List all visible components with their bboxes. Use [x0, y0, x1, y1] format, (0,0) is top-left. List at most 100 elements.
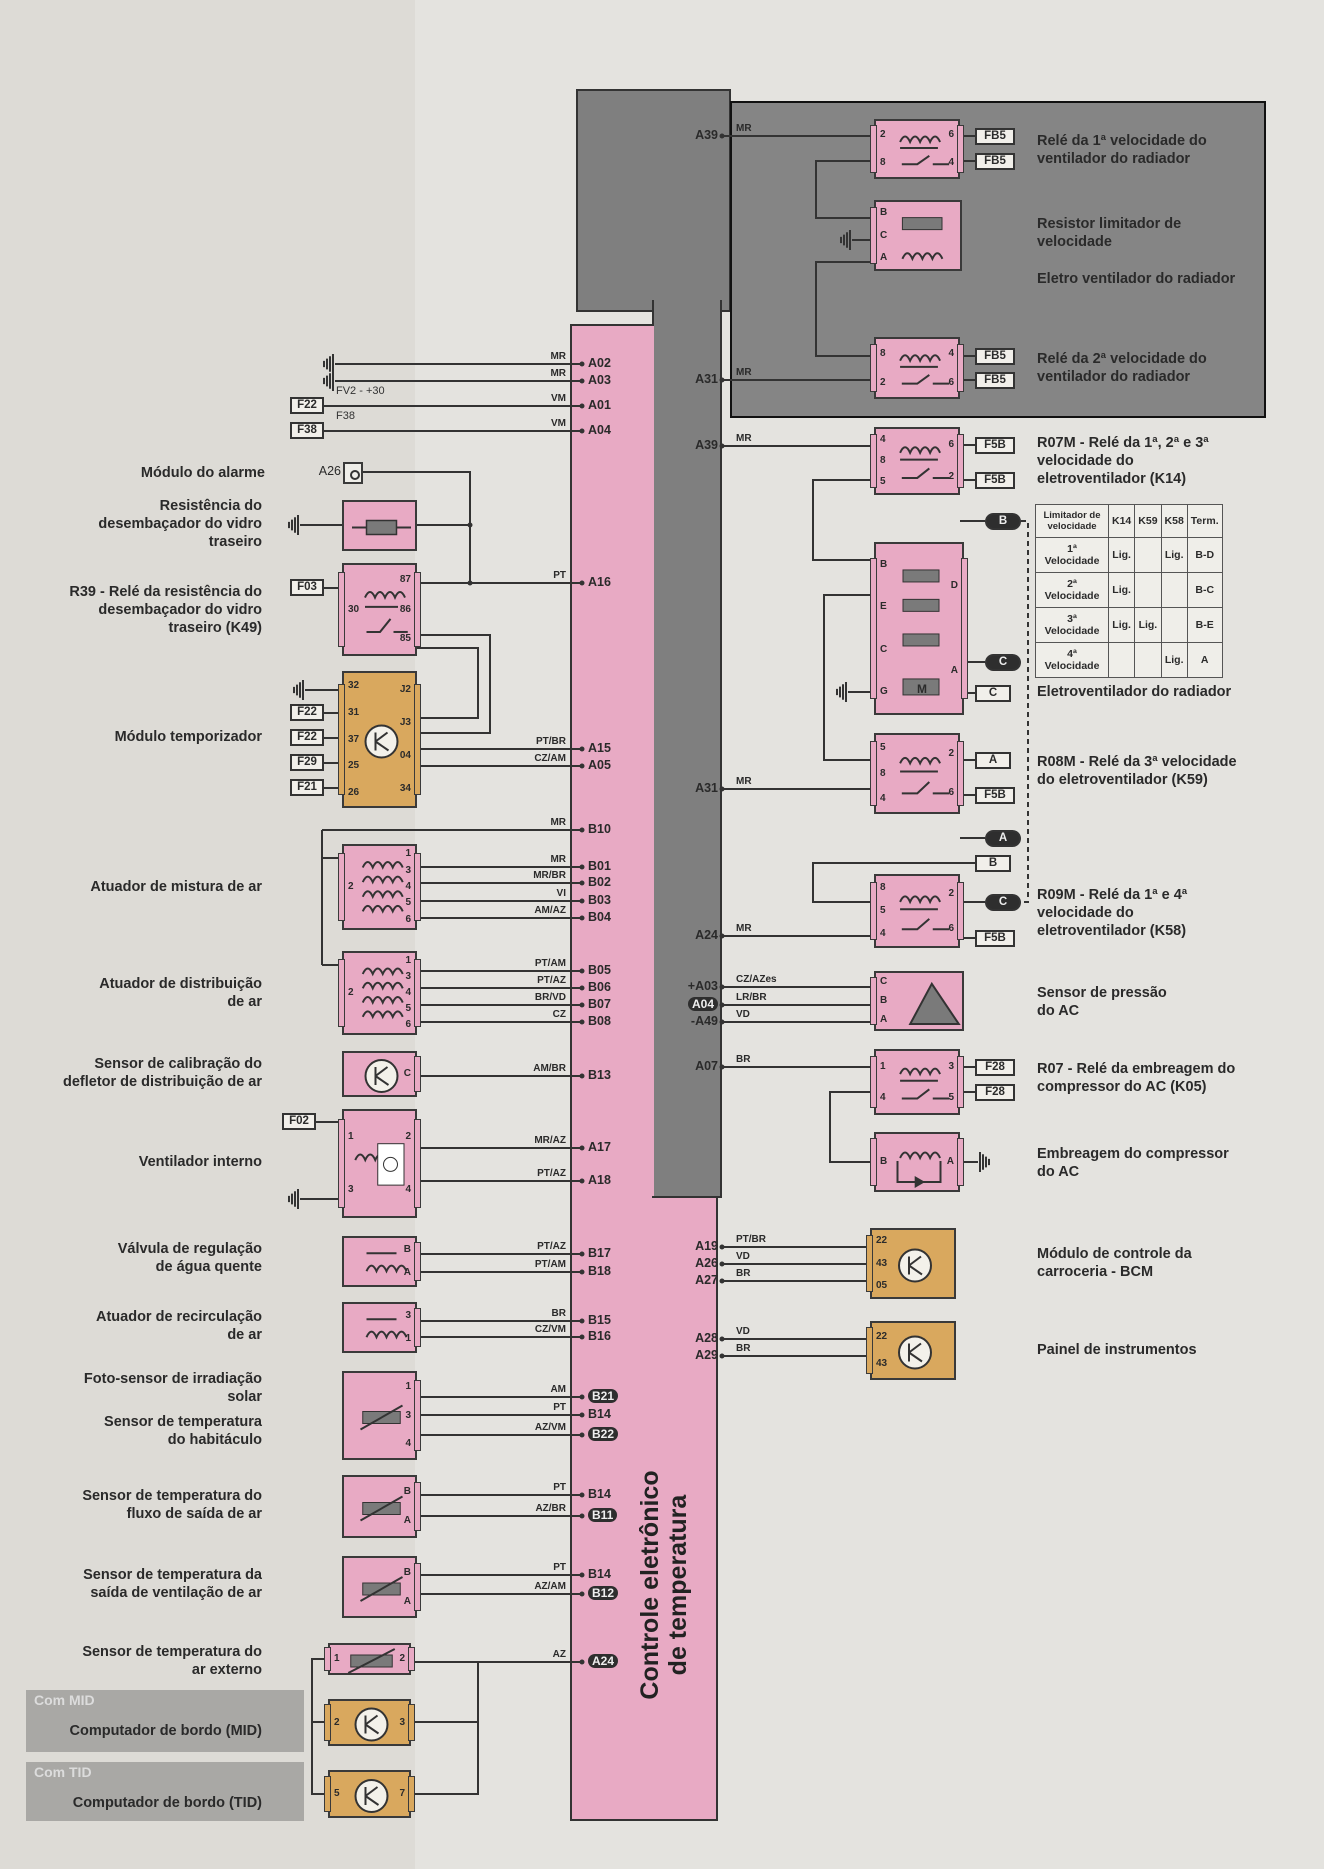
wire-color-label: MR: [550, 854, 566, 865]
pin-number: 34: [399, 783, 411, 795]
ecu-pin-a39: A39: [695, 128, 718, 142]
pin-dot: [579, 1591, 585, 1597]
wire-color-label: VD: [736, 1251, 750, 1262]
connector: [324, 1704, 331, 1741]
pin-number: A: [403, 1515, 411, 1527]
pin-number: B: [880, 1156, 888, 1167]
wire: [417, 634, 491, 734]
pin-dot: [579, 1145, 585, 1151]
right-component-label: Eletro ventilador do radiador: [1037, 271, 1236, 287]
connector: [414, 1562, 421, 1612]
pin-dot: [579, 1394, 585, 1400]
pin-number: 86: [399, 603, 411, 615]
wire-color-label: CZ/AZes: [736, 974, 777, 985]
wire: [361, 471, 471, 583]
table-header-cell: K59: [1134, 504, 1162, 538]
pin-number: 26: [348, 786, 360, 798]
pin-number: G: [880, 685, 888, 697]
wire-color-label: MR: [550, 368, 566, 379]
wire: [311, 1658, 328, 1795]
left-component-label: Atuador de mistura de ar: [90, 879, 262, 895]
wire-color-label: LR/BR: [736, 992, 767, 1003]
connector: [870, 977, 877, 1025]
left-component-label: Resistência do desembaçador do vidro tra…: [98, 498, 262, 550]
connector: [414, 852, 421, 922]
connector: [414, 683, 421, 796]
pin-dot: [579, 361, 585, 367]
pin-number: 30: [348, 603, 360, 615]
pin-dot: [579, 898, 585, 904]
left-component-0: [343, 462, 363, 484]
wire: [823, 594, 874, 761]
fuse-fb5: FB5: [975, 348, 1015, 365]
pin-number: 3: [948, 1060, 954, 1072]
wire-color-label: PT/AZ: [537, 1168, 566, 1179]
ecu-pin-b11: B11: [588, 1508, 618, 1522]
wire-color-label: MR: [736, 776, 752, 787]
pin-number: 8: [880, 347, 886, 359]
connector: [957, 1055, 964, 1109]
ecu-pin-a29: A29: [695, 1348, 718, 1362]
pin-dot: [579, 1572, 585, 1578]
connector: [866, 1235, 873, 1292]
pin-number: 4: [405, 987, 411, 998]
pin-dot: [719, 443, 725, 449]
connector: [957, 1138, 964, 1186]
ecu-pin-b10: B10: [588, 822, 611, 836]
table-cell: [1134, 537, 1162, 573]
fan-symbol-icon: [354, 1143, 405, 1186]
pin-number: 4: [948, 157, 954, 168]
connection-tag-c: C: [985, 894, 1021, 911]
fuse-f28: F28: [975, 1084, 1015, 1101]
left-component-label: Módulo temporizador: [114, 729, 262, 745]
pin-number: 4: [880, 793, 886, 805]
ecu-pin-b08: B08: [588, 1014, 611, 1028]
left-component-label: Ventilador interno: [138, 1154, 262, 1170]
wire-color-label: CZ/AM: [534, 753, 566, 764]
connector: [957, 741, 964, 806]
right-component-label: R08M - Relé da 3ª velocidade do eletrove…: [1037, 754, 1237, 788]
ground-icon: [288, 1189, 299, 1209]
table-cell: [1160, 572, 1188, 608]
left-component-label: Computador de bordo (MID): [69, 1723, 262, 1739]
alarm-pin-tag: A26: [318, 464, 341, 478]
pin-number: 4: [880, 433, 886, 445]
pin-dot: [579, 580, 585, 586]
socket-symbol-icon: [350, 470, 360, 480]
pin-dot: [719, 1244, 725, 1250]
pin-number: 4: [405, 1183, 411, 1195]
table-cell: Lig.: [1160, 642, 1188, 678]
right-component-label: R07 - Relé da embreagem do compressor do…: [1037, 1061, 1236, 1095]
pin-number: C: [880, 229, 888, 241]
trans-symbol-icon: [898, 1335, 932, 1370]
pin-dot: [579, 1019, 585, 1025]
pin-number: B: [403, 1566, 411, 1578]
clutch-symbol-icon: [896, 1151, 942, 1188]
pin-number: 5: [880, 741, 886, 753]
pin-number: 7: [399, 1788, 405, 1799]
wire-color-label: MR: [736, 367, 752, 378]
left-component-label: Sensor de temperatura da saída de ventil…: [83, 1567, 262, 1601]
connection-tag-a: A: [975, 752, 1011, 769]
pin-number: 85: [399, 633, 411, 645]
connector: [870, 125, 877, 173]
right-component-label: Relé da 2ª velocidade do ventilador do r…: [1037, 351, 1207, 385]
connector: [414, 1056, 421, 1092]
ecu-pin-a26: A26: [695, 1256, 718, 1270]
coil-symbol-icon: [365, 1318, 408, 1340]
left-component-6: C: [342, 1051, 421, 1097]
connector: [866, 1327, 873, 1374]
pin-number: 05: [876, 1279, 888, 1291]
pin-dot: [579, 968, 585, 974]
table-cell: Lig.: [1160, 537, 1188, 573]
connector: [324, 1647, 331, 1671]
pin-number: B: [403, 1485, 411, 1497]
pin-number: A: [950, 664, 958, 676]
